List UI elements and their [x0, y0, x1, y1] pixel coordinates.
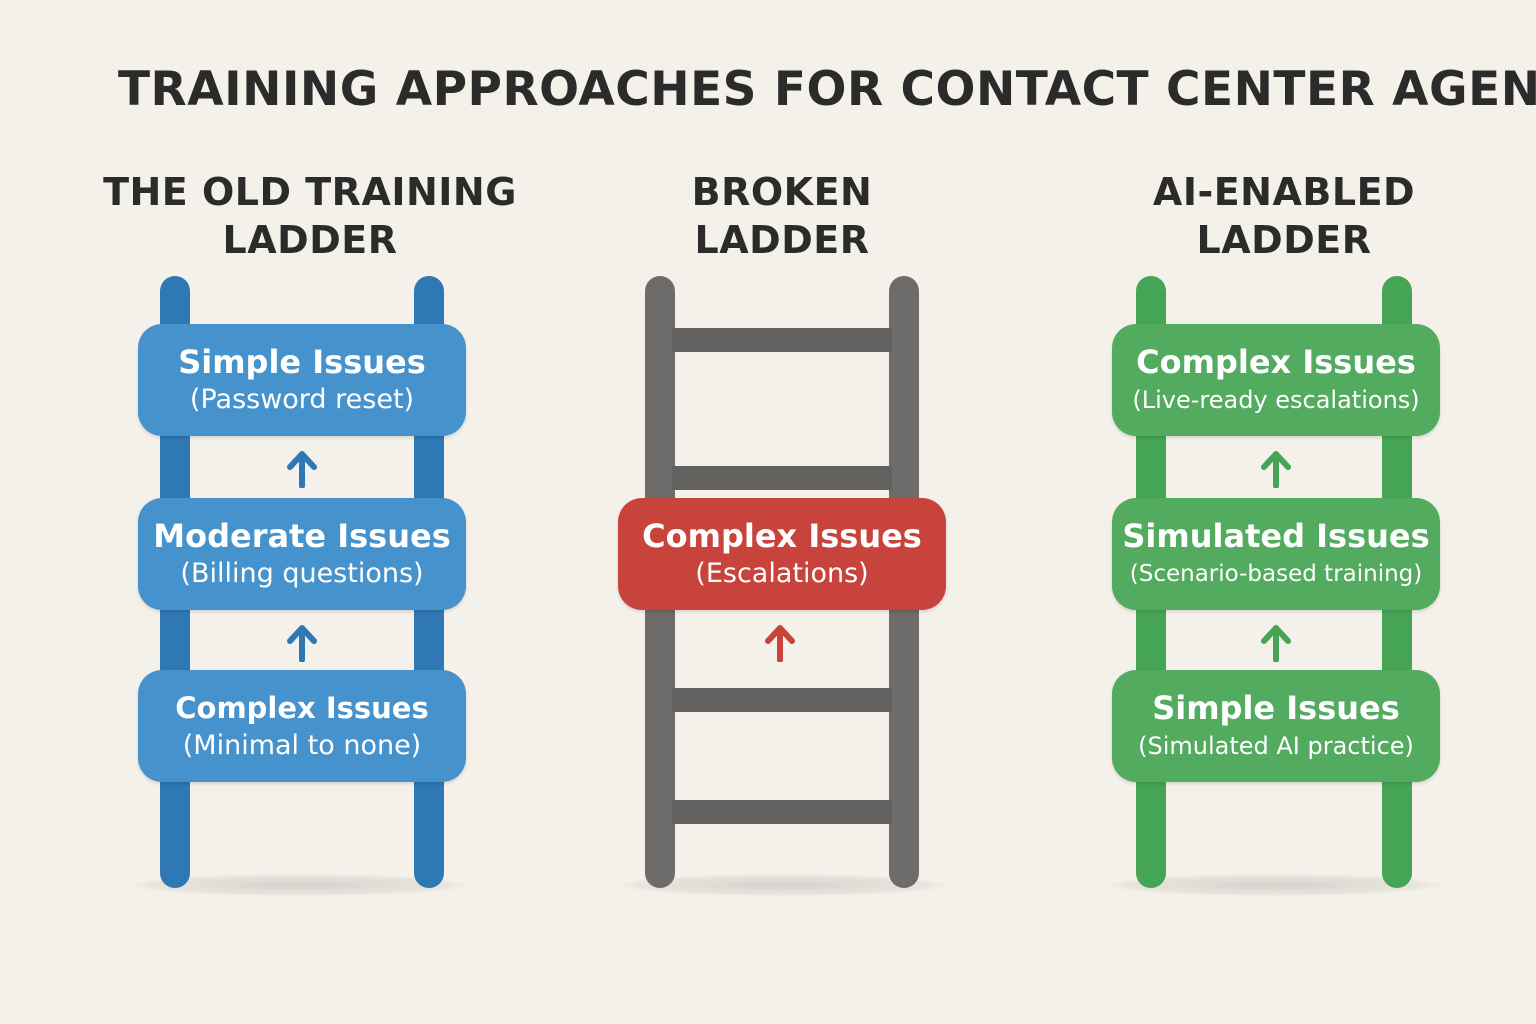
- step-box: Moderate Issues (Billing questions): [138, 498, 466, 610]
- page-title: TRAINING APPROACHES FOR CONTACT CENTER A…: [118, 62, 1536, 117]
- ladder-shadow: [1104, 874, 1444, 896]
- step-box: Simple Issues (Simulated AI practice): [1112, 670, 1440, 782]
- step-title: Simulated Issues: [1122, 517, 1430, 555]
- step-subtitle: (Scenario-based training): [1129, 561, 1423, 587]
- ladder-shadow: [128, 874, 470, 896]
- step-subtitle: (Simulated AI practice): [1138, 732, 1414, 760]
- step-box: Simulated Issues (Scenario-based trainin…: [1112, 498, 1440, 610]
- arrow-up-icon: [287, 625, 317, 662]
- ladder-title: BROKEN LADDER: [562, 168, 1002, 264]
- step-title: Simple Issues: [178, 343, 426, 381]
- step-title: Complex Issues: [642, 517, 922, 555]
- ladder-title-line2: LADDER: [694, 218, 870, 262]
- step-box: Complex Issues (Minimal to none): [138, 670, 466, 782]
- step-box: Complex Issues (Escalations): [618, 498, 946, 610]
- step-box: Simple Issues (Password reset): [138, 324, 466, 436]
- step-box: Complex Issues (Live-ready escalations): [1112, 324, 1440, 436]
- step-title: Moderate Issues: [153, 517, 451, 555]
- step-subtitle: (Password reset): [189, 384, 415, 415]
- ladder-rung: [672, 688, 892, 712]
- ladder-title-line1: THE OLD TRAINING: [103, 170, 517, 214]
- ladder-title: THE OLD TRAINING LADDER: [90, 168, 530, 264]
- arrow-up-icon: [765, 625, 795, 662]
- arrow-up-icon: [1261, 451, 1291, 488]
- step-title: Complex Issues: [175, 691, 429, 725]
- arrow-up-icon: [287, 451, 317, 488]
- ladder-title-line2: LADDER: [1196, 218, 1372, 262]
- step-title: Simple Issues: [1152, 689, 1400, 727]
- ladder-shadow: [616, 874, 950, 896]
- arrow-up-icon: [1261, 625, 1291, 662]
- ladder-rung: [672, 800, 892, 824]
- ladder-rung: [672, 328, 892, 352]
- ladder-rung: [672, 466, 892, 490]
- ladder-title-line1: BROKEN: [691, 170, 873, 214]
- step-subtitle: (Live-ready escalations): [1132, 386, 1420, 414]
- ladder-title: AI-ENABLED LADDER: [1064, 168, 1504, 264]
- step-title: Complex Issues: [1136, 343, 1416, 381]
- ladder-title-line2: LADDER: [222, 218, 398, 262]
- step-subtitle: (Minimal to none): [182, 730, 422, 761]
- ladder-title-line1: AI-ENABLED: [1152, 170, 1416, 214]
- step-subtitle: (Escalations): [695, 558, 869, 589]
- step-subtitle: (Billing questions): [180, 558, 424, 589]
